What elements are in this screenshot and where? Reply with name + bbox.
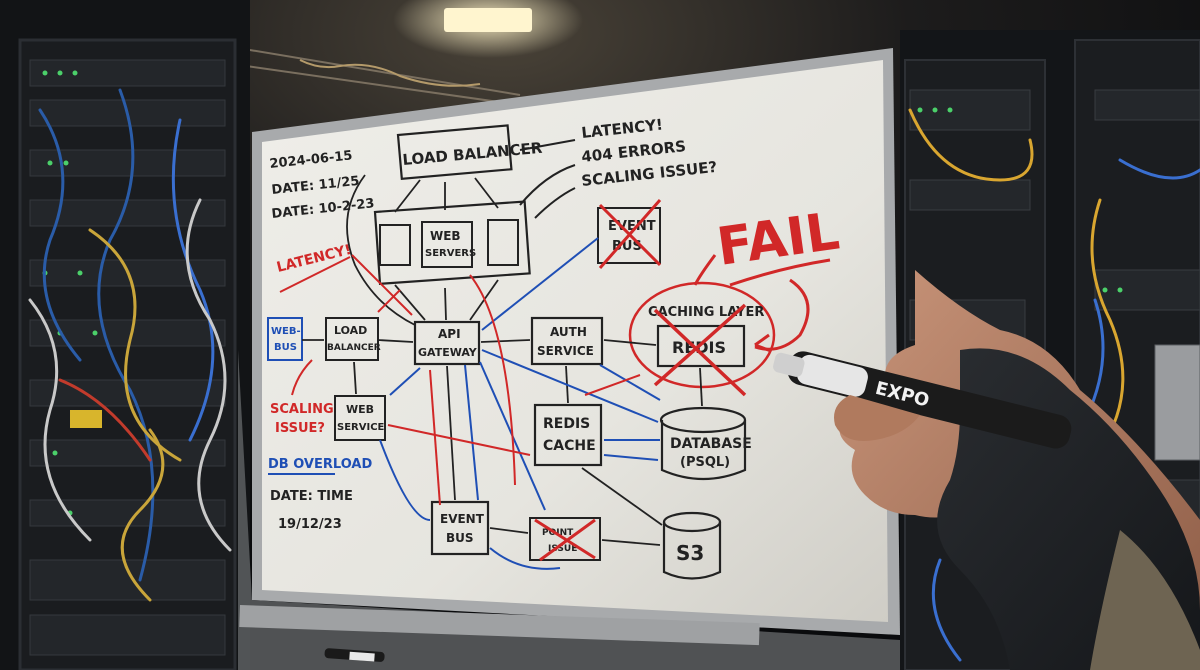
node-label-1: API (438, 327, 461, 341)
left-note-scaling-1: SCALING (270, 402, 334, 417)
caching-layer-label: CACHING LAYER (648, 305, 764, 320)
node-point-issue: POINT ISSUE (529, 517, 601, 562)
node-label-1: WEB (430, 229, 461, 243)
node-label-2: BUS (612, 239, 642, 254)
node-s3: S3 (662, 511, 722, 580)
node-label-2: ISSUE (548, 544, 577, 554)
node-web-service: WEB SERVICE (334, 395, 386, 441)
node-load-balancer-left: LOAD BALANCER (325, 317, 381, 361)
node-label-2: GATEWAY (418, 346, 478, 359)
node-label-2: BUS (274, 342, 297, 353)
node-event-bus-bottom: EVENT BUS (430, 500, 490, 556)
node-label-2: SERVICE (337, 422, 385, 433)
marker-tray-pen (324, 648, 385, 662)
node-database: DATABASE (PSQL) (659, 406, 752, 481)
node-label-1: WEB- (271, 326, 301, 337)
node-web-servers: WEB SERVERS (373, 200, 531, 285)
red-connectors (351, 254, 641, 506)
left-note-db-overload: DB OVERLOAD (268, 457, 372, 472)
top-note-arrows (519, 139, 576, 219)
node-label-1: AUTH (550, 325, 587, 339)
node-label-1: LOAD (334, 324, 367, 337)
node-web-bus: WEB- BUS (267, 317, 303, 361)
left-note-scaling-2: ISSUE? (275, 421, 325, 436)
node-label-1: EVENT (440, 512, 485, 526)
node-label-2: SERVERS (425, 248, 476, 259)
node-label-2: SERVICE (537, 344, 594, 358)
node-label-2: BALANCER (327, 343, 381, 353)
node-label-2: BUS (446, 531, 474, 545)
whiteboard (238, 48, 900, 670)
ceiling-lamp (393, 0, 583, 58)
node-event-bus-top: EVENT BUS (597, 199, 662, 269)
node-redis-cache: REDIS CACHE (533, 403, 603, 467)
hand-with-marker: EXPO (773, 270, 1200, 670)
node-label-2: (PSQL) (680, 455, 730, 470)
node-label-1: EVENT (608, 219, 656, 234)
node-label: S3 (676, 541, 704, 565)
node-auth-service: AUTH SERVICE (530, 316, 604, 366)
left-note-date-value: 19/12/23 (278, 517, 342, 532)
node-label-2: CACHE (543, 438, 596, 454)
node-caching-layer: CACHING LAYER REDIS (628, 281, 776, 397)
node-api-gateway: API GATEWAY (413, 320, 481, 366)
node-label-1: DATABASE (670, 436, 752, 452)
server-rack-left (0, 0, 250, 670)
left-note-date-time: DATE: TIME (270, 489, 353, 504)
node-label-1: WEB (346, 403, 374, 416)
node-label-1: REDIS (543, 416, 590, 432)
